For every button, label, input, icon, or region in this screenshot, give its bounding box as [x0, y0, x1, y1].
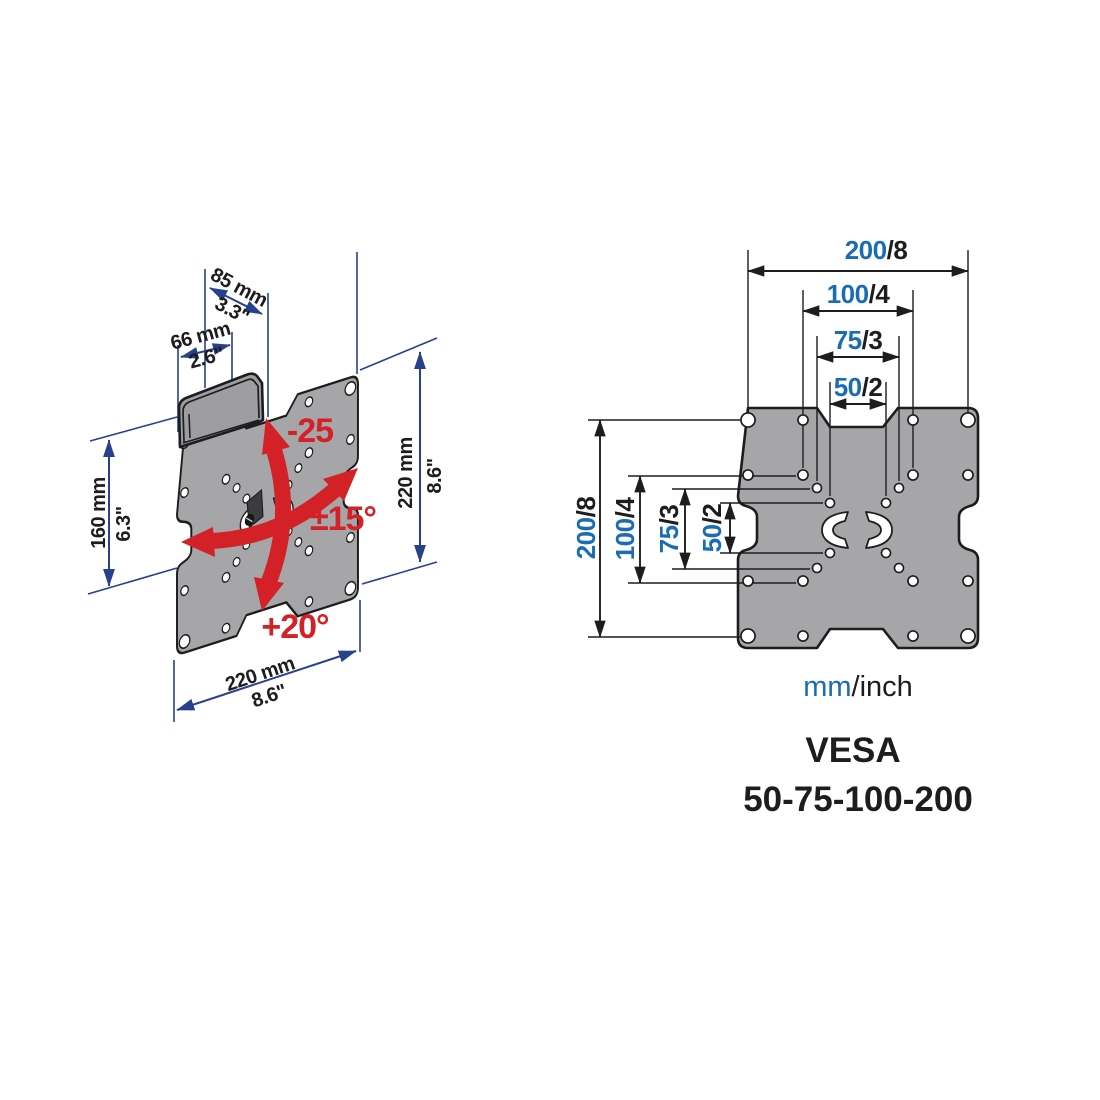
dim-75h-label: 75/3: [834, 325, 883, 355]
right-view-dimension-lines: [594, 265, 969, 638]
dim-160mm-inch-label: 6.3": [113, 506, 135, 541]
left-view-labels: 85 mm 3.3" 66 mm 2.6" 160 mm 6.3" 220 mm…: [88, 264, 446, 713]
dim-200v-label: 200/8: [571, 497, 601, 560]
swivel-angle-label: ±15°: [310, 500, 376, 538]
locking-clip: [177, 372, 265, 449]
dim-160mm-label: 160 mm: [88, 477, 110, 549]
dim-100v-label: 100/4: [610, 497, 640, 561]
vesa-pattern: 50-75-100-200: [743, 780, 973, 819]
dim-220mm-height-inch-label: 8.6": [424, 458, 446, 493]
swivel-arrowhead-right: [323, 468, 358, 501]
dim-line-85mm: [209, 287, 263, 315]
dim-50h-label: 50/2: [834, 372, 883, 402]
right-view-top-labels: 200/8 100/4 75/3 50/2: [827, 235, 908, 402]
tilt-up-angle-label: -25: [287, 412, 333, 450]
dim-line-66mm: [180, 343, 231, 359]
swivel-arrow: [208, 481, 344, 549]
hole-overlays: [740, 412, 976, 644]
right-view-extension-lines: [588, 250, 969, 638]
dim-50v-label: 50/2: [697, 504, 727, 553]
dim-75v-label: 75/3: [654, 505, 684, 554]
left-view-dimension-lines: [103, 287, 426, 711]
dim-line-220mm-width: [176, 650, 357, 711]
swivel-arrowhead-left: [181, 527, 215, 557]
dim-220mm-height-label: 220 mm: [395, 437, 417, 509]
tilt-arrowhead-down: [254, 577, 284, 611]
dim-200h-label: 200/8: [845, 235, 908, 265]
footer: VESA 50-75-100-200: [743, 731, 973, 819]
units-label: mm/inch: [803, 671, 913, 703]
right-view-side-labels: 200/8 100/4 75/3 50/2: [571, 497, 727, 561]
tilt-arrow: [260, 441, 292, 587]
tilt-down-angle-label: +20°: [261, 608, 329, 646]
vesa-title: VESA: [805, 731, 900, 770]
latch-screw-slot: [246, 517, 253, 523]
plate-perspective-view: [175, 373, 360, 657]
dim-100h-label: 100/4: [827, 279, 891, 309]
left-view: 85 mm 3.3" 66 mm 2.6" 160 mm 6.3" 220 mm…: [87, 252, 446, 722]
tilt-arrowhead-up: [262, 418, 290, 455]
motion-arrows: [181, 418, 358, 611]
right-view: 200/8 100/4 75/3 50/2 200/8 100/4 75/3 5…: [571, 235, 980, 703]
plate-front-view: [736, 406, 980, 650]
left-view-extension-lines: [87, 252, 438, 722]
